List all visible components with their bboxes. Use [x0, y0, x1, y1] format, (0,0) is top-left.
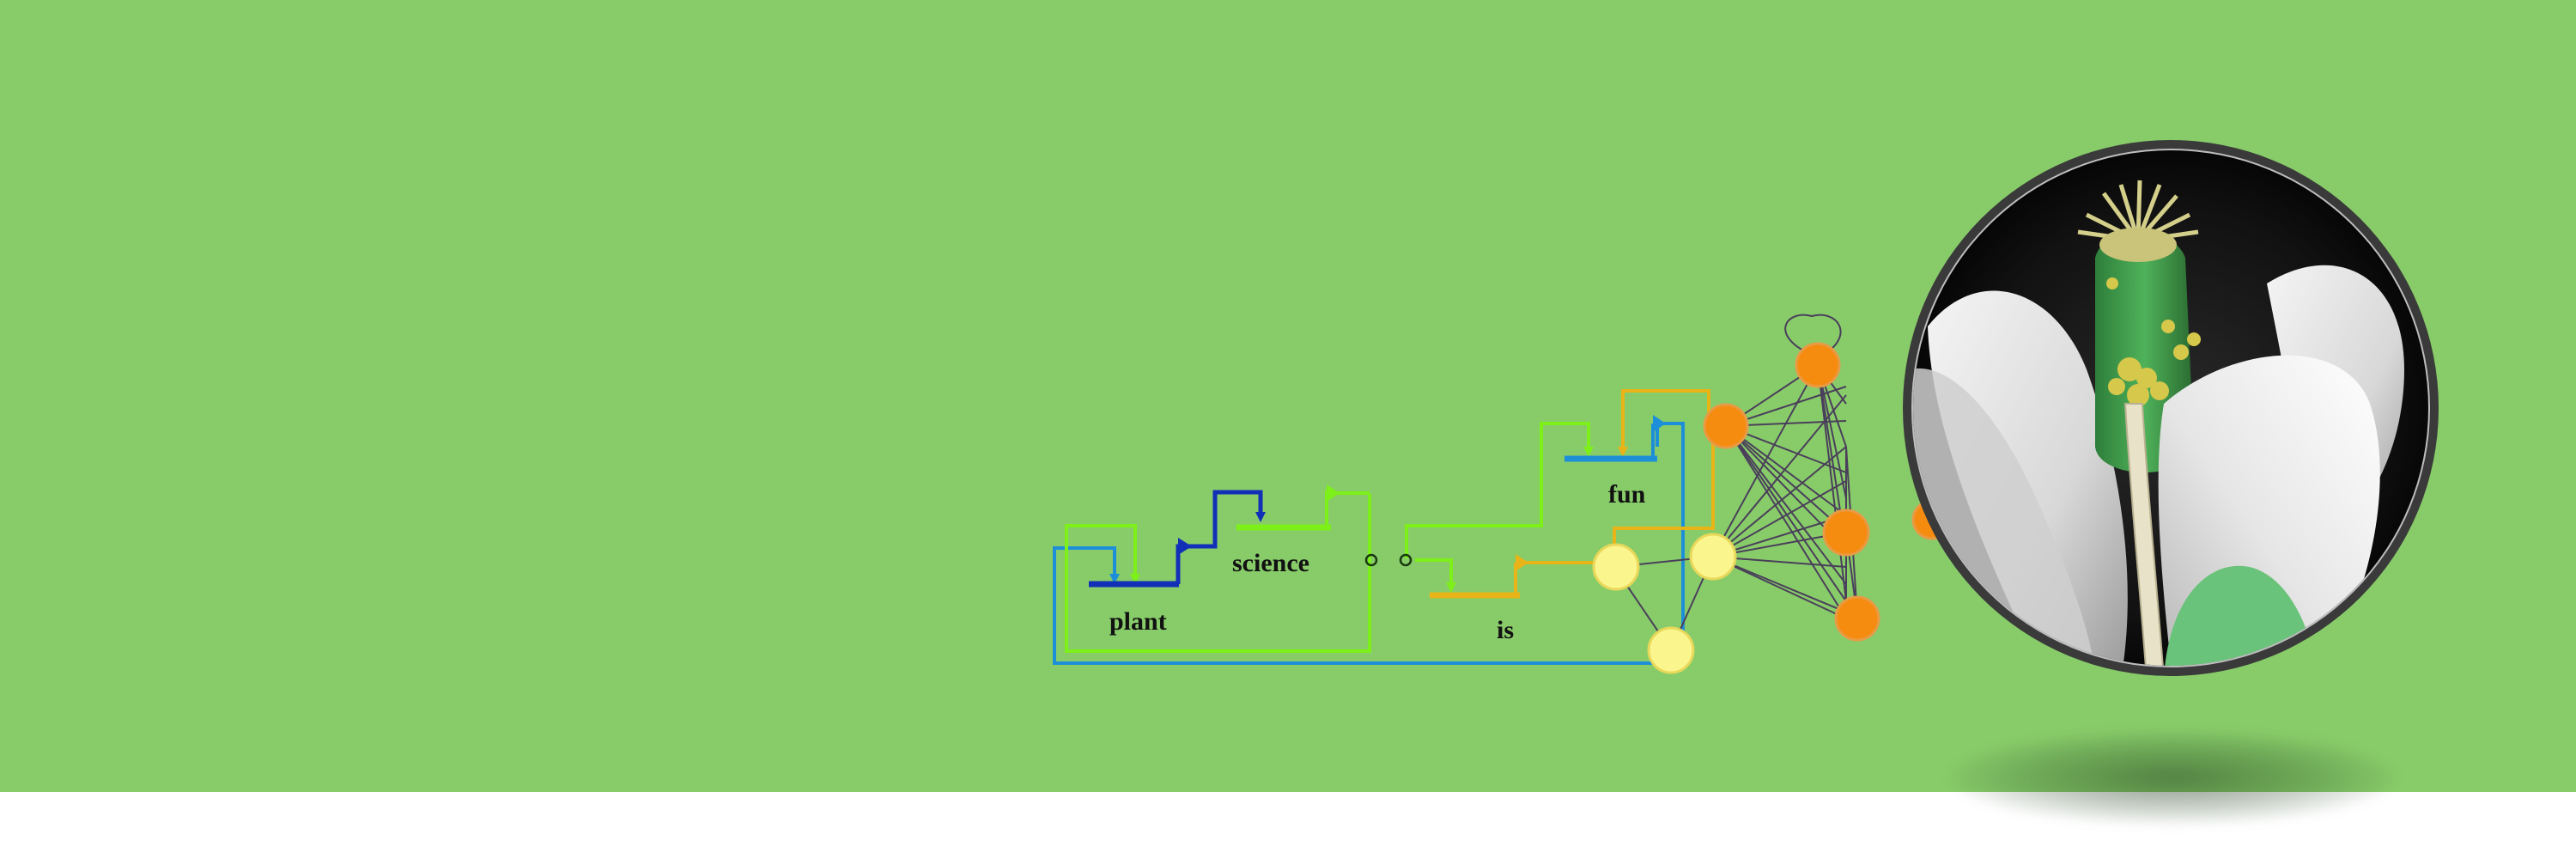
lens-content	[1913, 150, 2428, 666]
node-orange-left	[1703, 403, 1749, 449]
gene-science	[1236, 484, 1340, 531]
node-yellow-bottom	[1647, 626, 1695, 674]
wire-lime-right	[1405, 422, 1590, 558]
arrow-plant-lime	[1130, 574, 1140, 584]
flower-micrograph-lens	[1903, 140, 2439, 676]
promoter-science	[1327, 484, 1340, 502]
arrow-science-blue	[1255, 512, 1266, 522]
self-loop-edge	[1784, 314, 1842, 355]
arrow-is-green	[1446, 582, 1456, 593]
wire-light-blue-outer	[1053, 422, 1685, 665]
label-science: science	[1232, 549, 1309, 577]
network-nodes	[1592, 342, 1953, 674]
arrow-fun-gold	[1618, 447, 1628, 457]
lens-shadow	[1949, 730, 2396, 825]
node-orange-bottom	[1834, 595, 1880, 642]
arrow-plant-blue	[1109, 574, 1120, 584]
junction-right	[1399, 553, 1413, 567]
junction-left	[1364, 553, 1378, 567]
arrowheads	[1109, 447, 1628, 593]
arrow-fun-lime	[1583, 447, 1594, 457]
label-plant: plant	[1109, 607, 1167, 636]
node-orange-middle	[1822, 509, 1870, 557]
gene-fun	[1564, 415, 1666, 462]
node-orange-top	[1795, 342, 1841, 388]
promoter-is	[1516, 554, 1528, 571]
stamen-filament	[2123, 403, 2166, 666]
label-is: is	[1497, 616, 1514, 644]
promoter-plant	[1178, 538, 1192, 555]
promoter-fun	[1653, 415, 1666, 432]
wire-green-is	[1415, 558, 1453, 584]
gene-is	[1430, 554, 1528, 599]
wire-lime-left	[1065, 494, 1371, 653]
node-yellow-left	[1592, 543, 1640, 591]
gene-plant	[1089, 538, 1192, 588]
label-fun: fun	[1608, 480, 1646, 509]
wire-gold-fun-top	[1621, 389, 1710, 448]
pollen-grains	[2106, 277, 2201, 406]
node-yellow-right	[1689, 533, 1737, 581]
